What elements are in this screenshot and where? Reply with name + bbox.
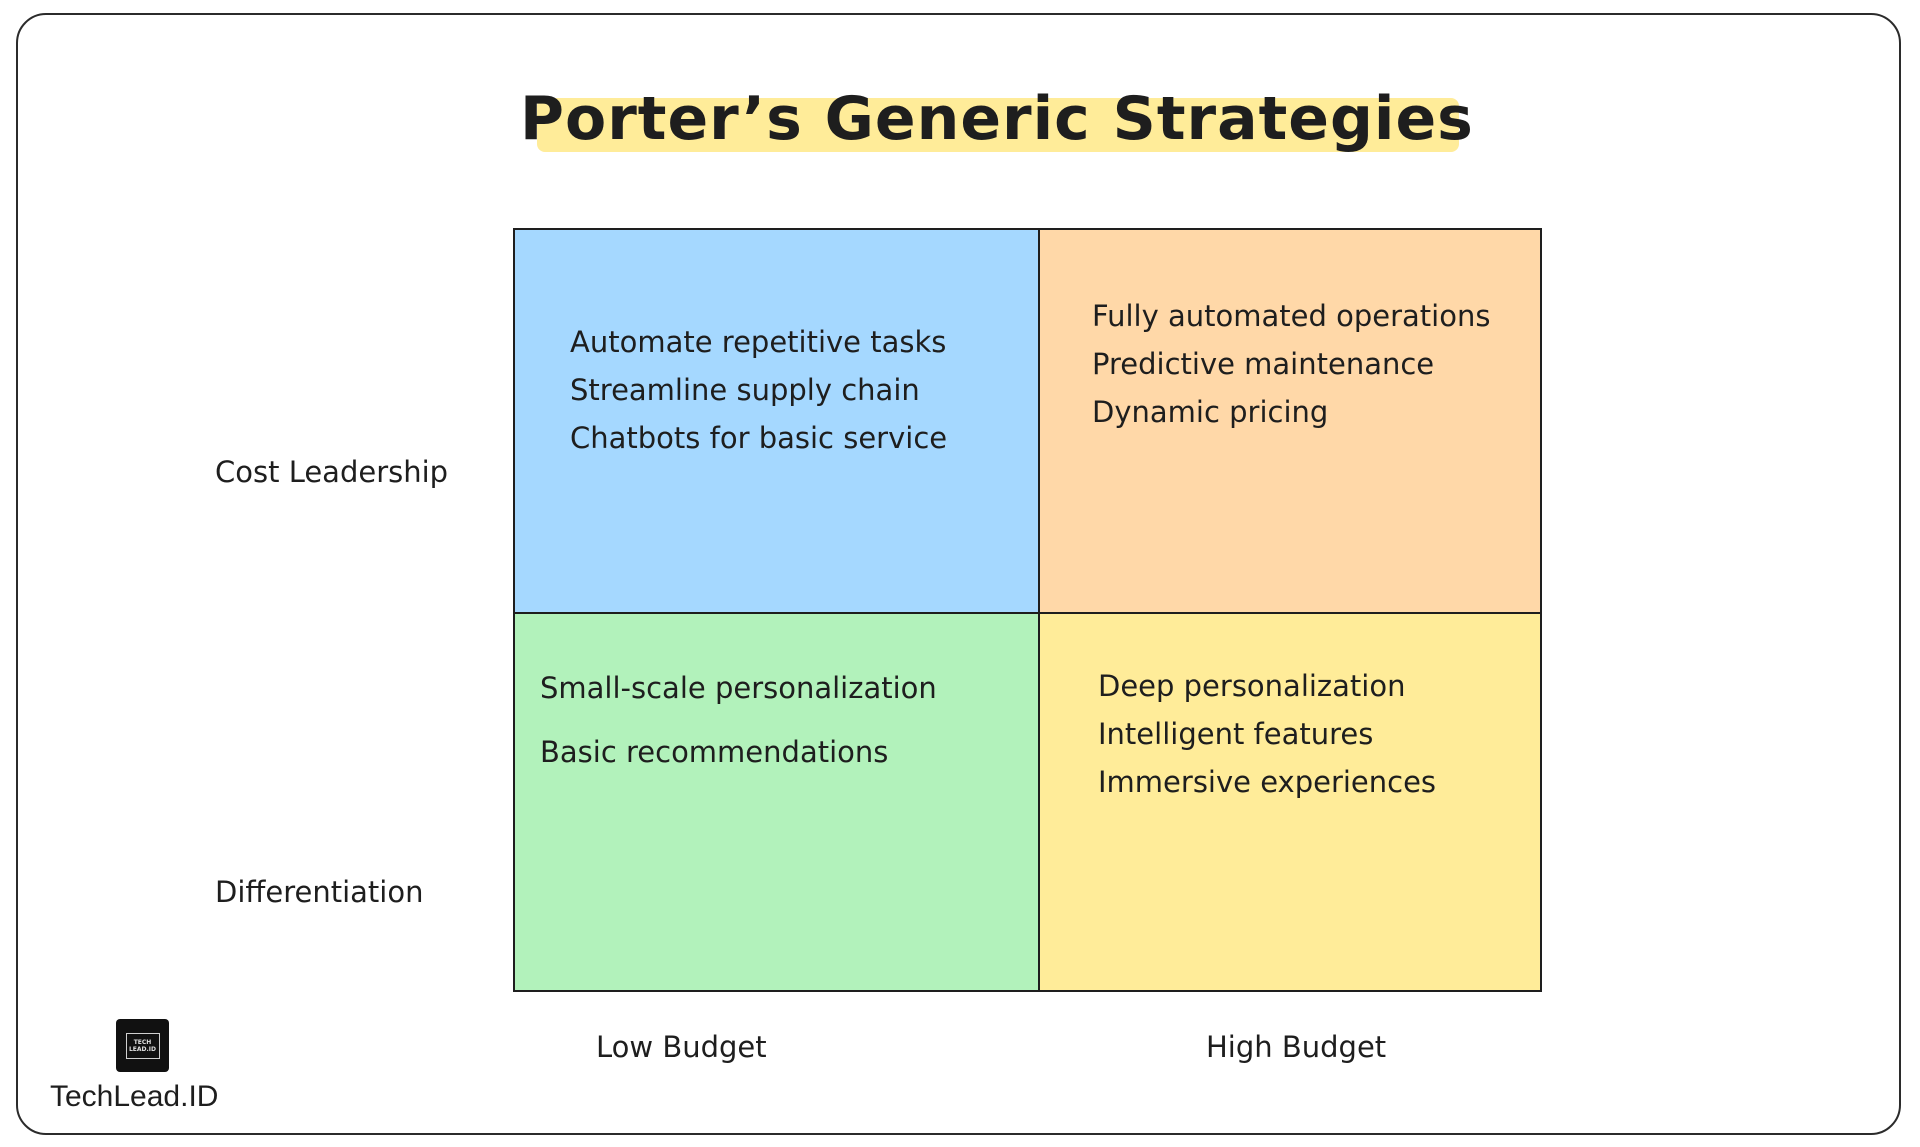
- list-item: Dynamic pricing: [1092, 395, 1329, 429]
- list-item: Streamline supply chain: [570, 373, 920, 407]
- quadrant-bottom-right: Deep personalization Intelligent feature…: [1040, 614, 1540, 990]
- quadrant-top-left: Automate repetitive tasks Streamline sup…: [515, 230, 1040, 614]
- techlead-logo: TECH LEAD.ID: [116, 1019, 169, 1072]
- list-item: Fully automated operations: [1092, 299, 1491, 333]
- list-item: Immersive experiences: [1098, 765, 1437, 799]
- quadrant-bottom-left: Small-scale personalization Basic recomm…: [515, 614, 1040, 990]
- list-item: Small-scale personalization: [540, 671, 937, 705]
- quadrant-top-right: Fully automated operations Predictive ma…: [1040, 230, 1540, 614]
- quadrant-top-left-items: Automate repetitive tasks Streamline sup…: [570, 318, 947, 462]
- list-item: Basic recommendations: [540, 735, 889, 769]
- column-label-high-budget: High Budget: [1206, 1030, 1387, 1064]
- diagram-title: Porter’s Generic Strategies: [520, 84, 1474, 154]
- quadrant-top-right-items: Fully automated operations Predictive ma…: [1092, 292, 1490, 436]
- brand-name: TechLead.ID: [50, 1080, 219, 1113]
- column-label-low-budget: Low Budget: [596, 1030, 767, 1064]
- logo-text-line1: TECH: [133, 1038, 152, 1046]
- row-label-differentiation: Differentiation: [215, 875, 424, 909]
- title-highlight: [537, 98, 1459, 152]
- logo-text-line2: LEAD.ID: [128, 1045, 157, 1053]
- list-item: Predictive maintenance: [1092, 347, 1435, 381]
- list-item: Deep personalization: [1098, 669, 1406, 703]
- list-item: Chatbots for basic service: [570, 421, 948, 455]
- list-item: Intelligent features: [1098, 717, 1374, 751]
- quadrant-bottom-left-items: Small-scale personalization Basic recomm…: [540, 656, 937, 784]
- logo-mark: TECH LEAD.ID: [125, 1032, 160, 1059]
- quadrant-bottom-right-items: Deep personalization Intelligent feature…: [1098, 662, 1436, 806]
- strategy-matrix: Automate repetitive tasks Streamline sup…: [513, 228, 1542, 992]
- list-item: Automate repetitive tasks: [570, 325, 947, 359]
- row-label-cost-leadership: Cost Leadership: [215, 455, 449, 489]
